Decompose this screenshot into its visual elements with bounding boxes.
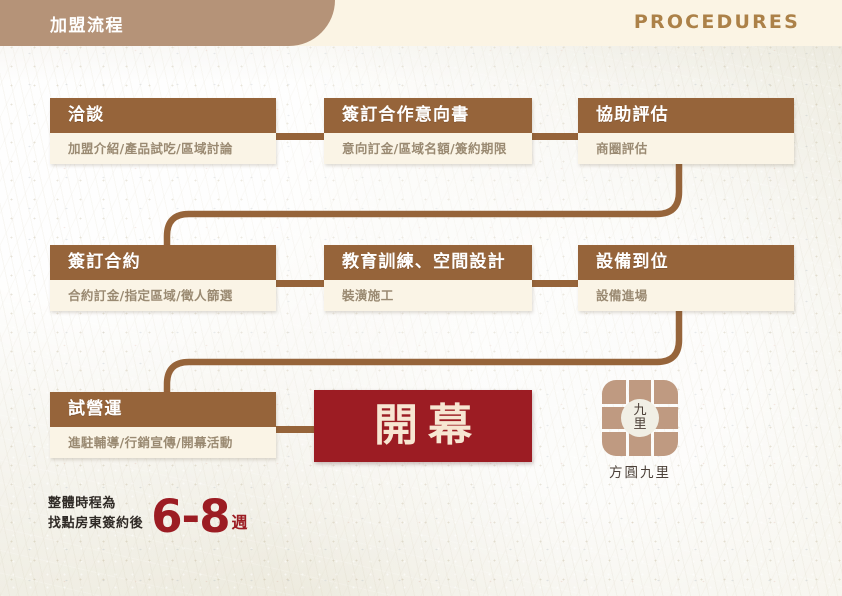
flow-card-title: 試營運 bbox=[50, 392, 276, 427]
brand-logo: 九 里 方圓九里 bbox=[594, 380, 686, 481]
flow-card-title: 教育訓練、空間設計 bbox=[324, 245, 532, 280]
flow-card-title: 簽訂合作意向書 bbox=[324, 98, 532, 133]
flow-card-detail: 商圈評估 bbox=[578, 133, 794, 164]
header-strip: 加盟流程 PROCEDURES bbox=[0, 0, 842, 46]
flow-card-title: 簽訂合約 bbox=[50, 245, 276, 280]
flow-card-title: 設備到位 bbox=[578, 245, 794, 280]
flow-card-detail: 裝潢施工 bbox=[324, 280, 532, 311]
flow-card-title: 協助評估 bbox=[578, 98, 794, 133]
flow-card-1-3[interactable]: 協助評估 商圈評估 bbox=[578, 98, 794, 164]
opening-banner[interactable]: 開幕 bbox=[314, 390, 532, 462]
duration-note-line1: 整體時程為 bbox=[48, 496, 117, 511]
duration-note-text: 整體時程為 找點房東簽約後 bbox=[48, 494, 143, 537]
flow-card-detail: 加盟介紹/產品試吃/區域討論 bbox=[50, 133, 276, 164]
flow-card-title: 洽談 bbox=[50, 98, 276, 133]
page-title-english: PROCEDURES bbox=[633, 11, 800, 33]
flow-card-1-2[interactable]: 簽訂合作意向書 意向訂金/區域名額/簽約期限 bbox=[324, 98, 532, 164]
page-title: 加盟流程 bbox=[50, 16, 124, 36]
flow-card-2-2[interactable]: 教育訓練、空間設計 裝潢施工 bbox=[324, 245, 532, 311]
flow-card-3-1[interactable]: 試營運 進駐輔導/行銷宣傳/開幕活動 bbox=[50, 392, 276, 458]
logo-brand-name: 方圓九里 bbox=[609, 465, 671, 481]
header-tab bbox=[0, 0, 335, 46]
flow-card-detail: 意向訂金/區域名額/簽約期限 bbox=[324, 133, 532, 164]
connector-r2-c1-c2 bbox=[275, 280, 327, 287]
logo-inner-char-bottom: 里 bbox=[633, 417, 647, 432]
flow-card-2-3[interactable]: 設備到位 設備進場 bbox=[578, 245, 794, 311]
connector-r1-c1-c2 bbox=[275, 133, 327, 140]
duration-note-line2: 找點房東簽約後 bbox=[48, 516, 144, 532]
connector-r3-c1-opening bbox=[275, 426, 327, 433]
duration-value: 6-8 bbox=[151, 489, 230, 543]
flow-card-1-1[interactable]: 洽談 加盟介紹/產品試吃/區域討論 bbox=[50, 98, 276, 164]
opening-label: 開幕 bbox=[374, 400, 482, 451]
flow-card-detail: 進駐輔導/行銷宣傳/開幕活動 bbox=[50, 427, 276, 458]
logo-inner-circle: 九 里 bbox=[621, 399, 659, 437]
logo-mark-icon: 九 里 bbox=[602, 380, 678, 456]
flow-card-2-1[interactable]: 簽訂合約 合約訂金/指定區域/徵人篩選 bbox=[50, 245, 276, 311]
flow-card-detail: 設備進場 bbox=[578, 280, 794, 311]
connector-r1-c2-c3 bbox=[529, 133, 581, 140]
flow-card-detail: 合約訂金/指定區域/徵人篩選 bbox=[50, 280, 276, 311]
duration-unit: 週 bbox=[231, 513, 248, 533]
logo-inner-char-top: 九 bbox=[633, 403, 647, 419]
connector-r2-c2-c3 bbox=[529, 280, 581, 287]
duration-note: 整體時程為 找點房東簽約後 6-8 週 bbox=[48, 489, 248, 543]
